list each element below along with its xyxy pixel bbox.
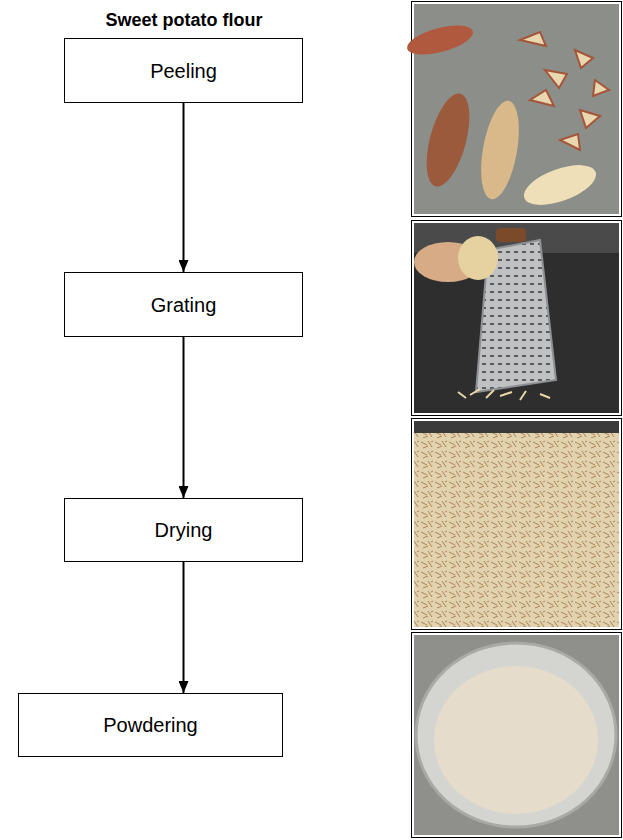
step-label: Grating — [151, 293, 217, 317]
tray-edge — [414, 421, 619, 433]
grated-shreds — [458, 389, 550, 400]
flour — [434, 666, 598, 814]
sweet-potato — [418, 89, 478, 191]
flow-arrow — [183, 562, 185, 693]
step-label: Drying — [155, 518, 213, 542]
photo-frame — [412, 221, 622, 416]
step-label: Peeling — [150, 59, 217, 83]
drying-photo — [414, 421, 619, 627]
bowl — [416, 643, 616, 827]
sweet-potato — [404, 20, 476, 61]
peeled-potato — [475, 98, 526, 202]
grating-photo — [414, 223, 619, 413]
flow-arrow — [183, 103, 185, 272]
process-box: Powdering — [18, 693, 283, 757]
sweet-potato — [458, 236, 498, 280]
peeled-potato — [519, 157, 601, 213]
powdering-photo — [414, 635, 619, 835]
flow-arrow — [183, 337, 185, 498]
grater-handle — [496, 228, 526, 242]
process-box: Peeling — [64, 38, 303, 103]
step-label: Powdering — [103, 713, 198, 737]
process-box: Grating — [64, 272, 303, 337]
peel-pile — [520, 32, 609, 150]
process-box: Drying — [64, 498, 303, 562]
photo-frame — [412, 633, 622, 838]
photo-frame — [412, 419, 622, 630]
diagram-title: Sweet potato flour — [106, 10, 263, 31]
